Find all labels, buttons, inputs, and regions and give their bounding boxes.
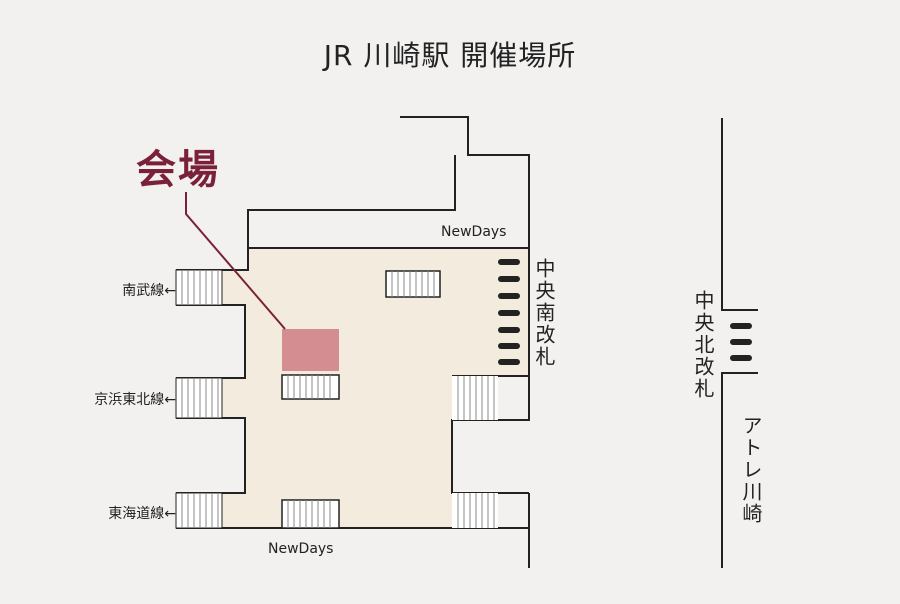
line-label-keihin-tohoku: 京浜東北線← [94, 392, 176, 408]
building-outline-top [400, 116, 530, 248]
left-notch-2 [176, 417, 246, 494]
concourse-area [222, 248, 529, 528]
newdays-bottom-label: NewDays [268, 541, 334, 557]
north-wall-upper [721, 118, 758, 311]
stairs-interior-bottom [281, 499, 340, 529]
stairs-tokaido [175, 492, 223, 529]
atre-building-label: アトレ川崎 [739, 415, 763, 525]
north-gate-label: 中央北改札 [691, 290, 715, 400]
venue-leader-line [185, 192, 286, 330]
concourse-left-wall [176, 248, 249, 271]
south-gate-barriers [498, 259, 520, 365]
stairs-interior-top [385, 270, 441, 298]
south-gate-label: 中央南改札 [532, 258, 556, 368]
left-notch-1 [176, 304, 246, 379]
newdays-top-label: NewDays [441, 224, 507, 240]
stairs-right-lower [452, 493, 498, 528]
page-title: JR 川崎駅 開催場所 [323, 39, 577, 72]
stairs-keihin-tohoku [175, 377, 223, 419]
venue-label: 会場 [136, 147, 220, 193]
line-label-nambu: 南武線← [122, 283, 176, 299]
stairs-nambu [175, 269, 223, 306]
building-outline-upper [247, 155, 456, 248]
venue-marker [282, 329, 339, 371]
line-label-tokaido: 東海道線← [108, 506, 176, 522]
north-wall-lower [721, 372, 758, 568]
north-gate-barriers [730, 323, 752, 361]
stairs-interior-venue [281, 374, 340, 400]
stairs-right-upper [452, 376, 498, 420]
